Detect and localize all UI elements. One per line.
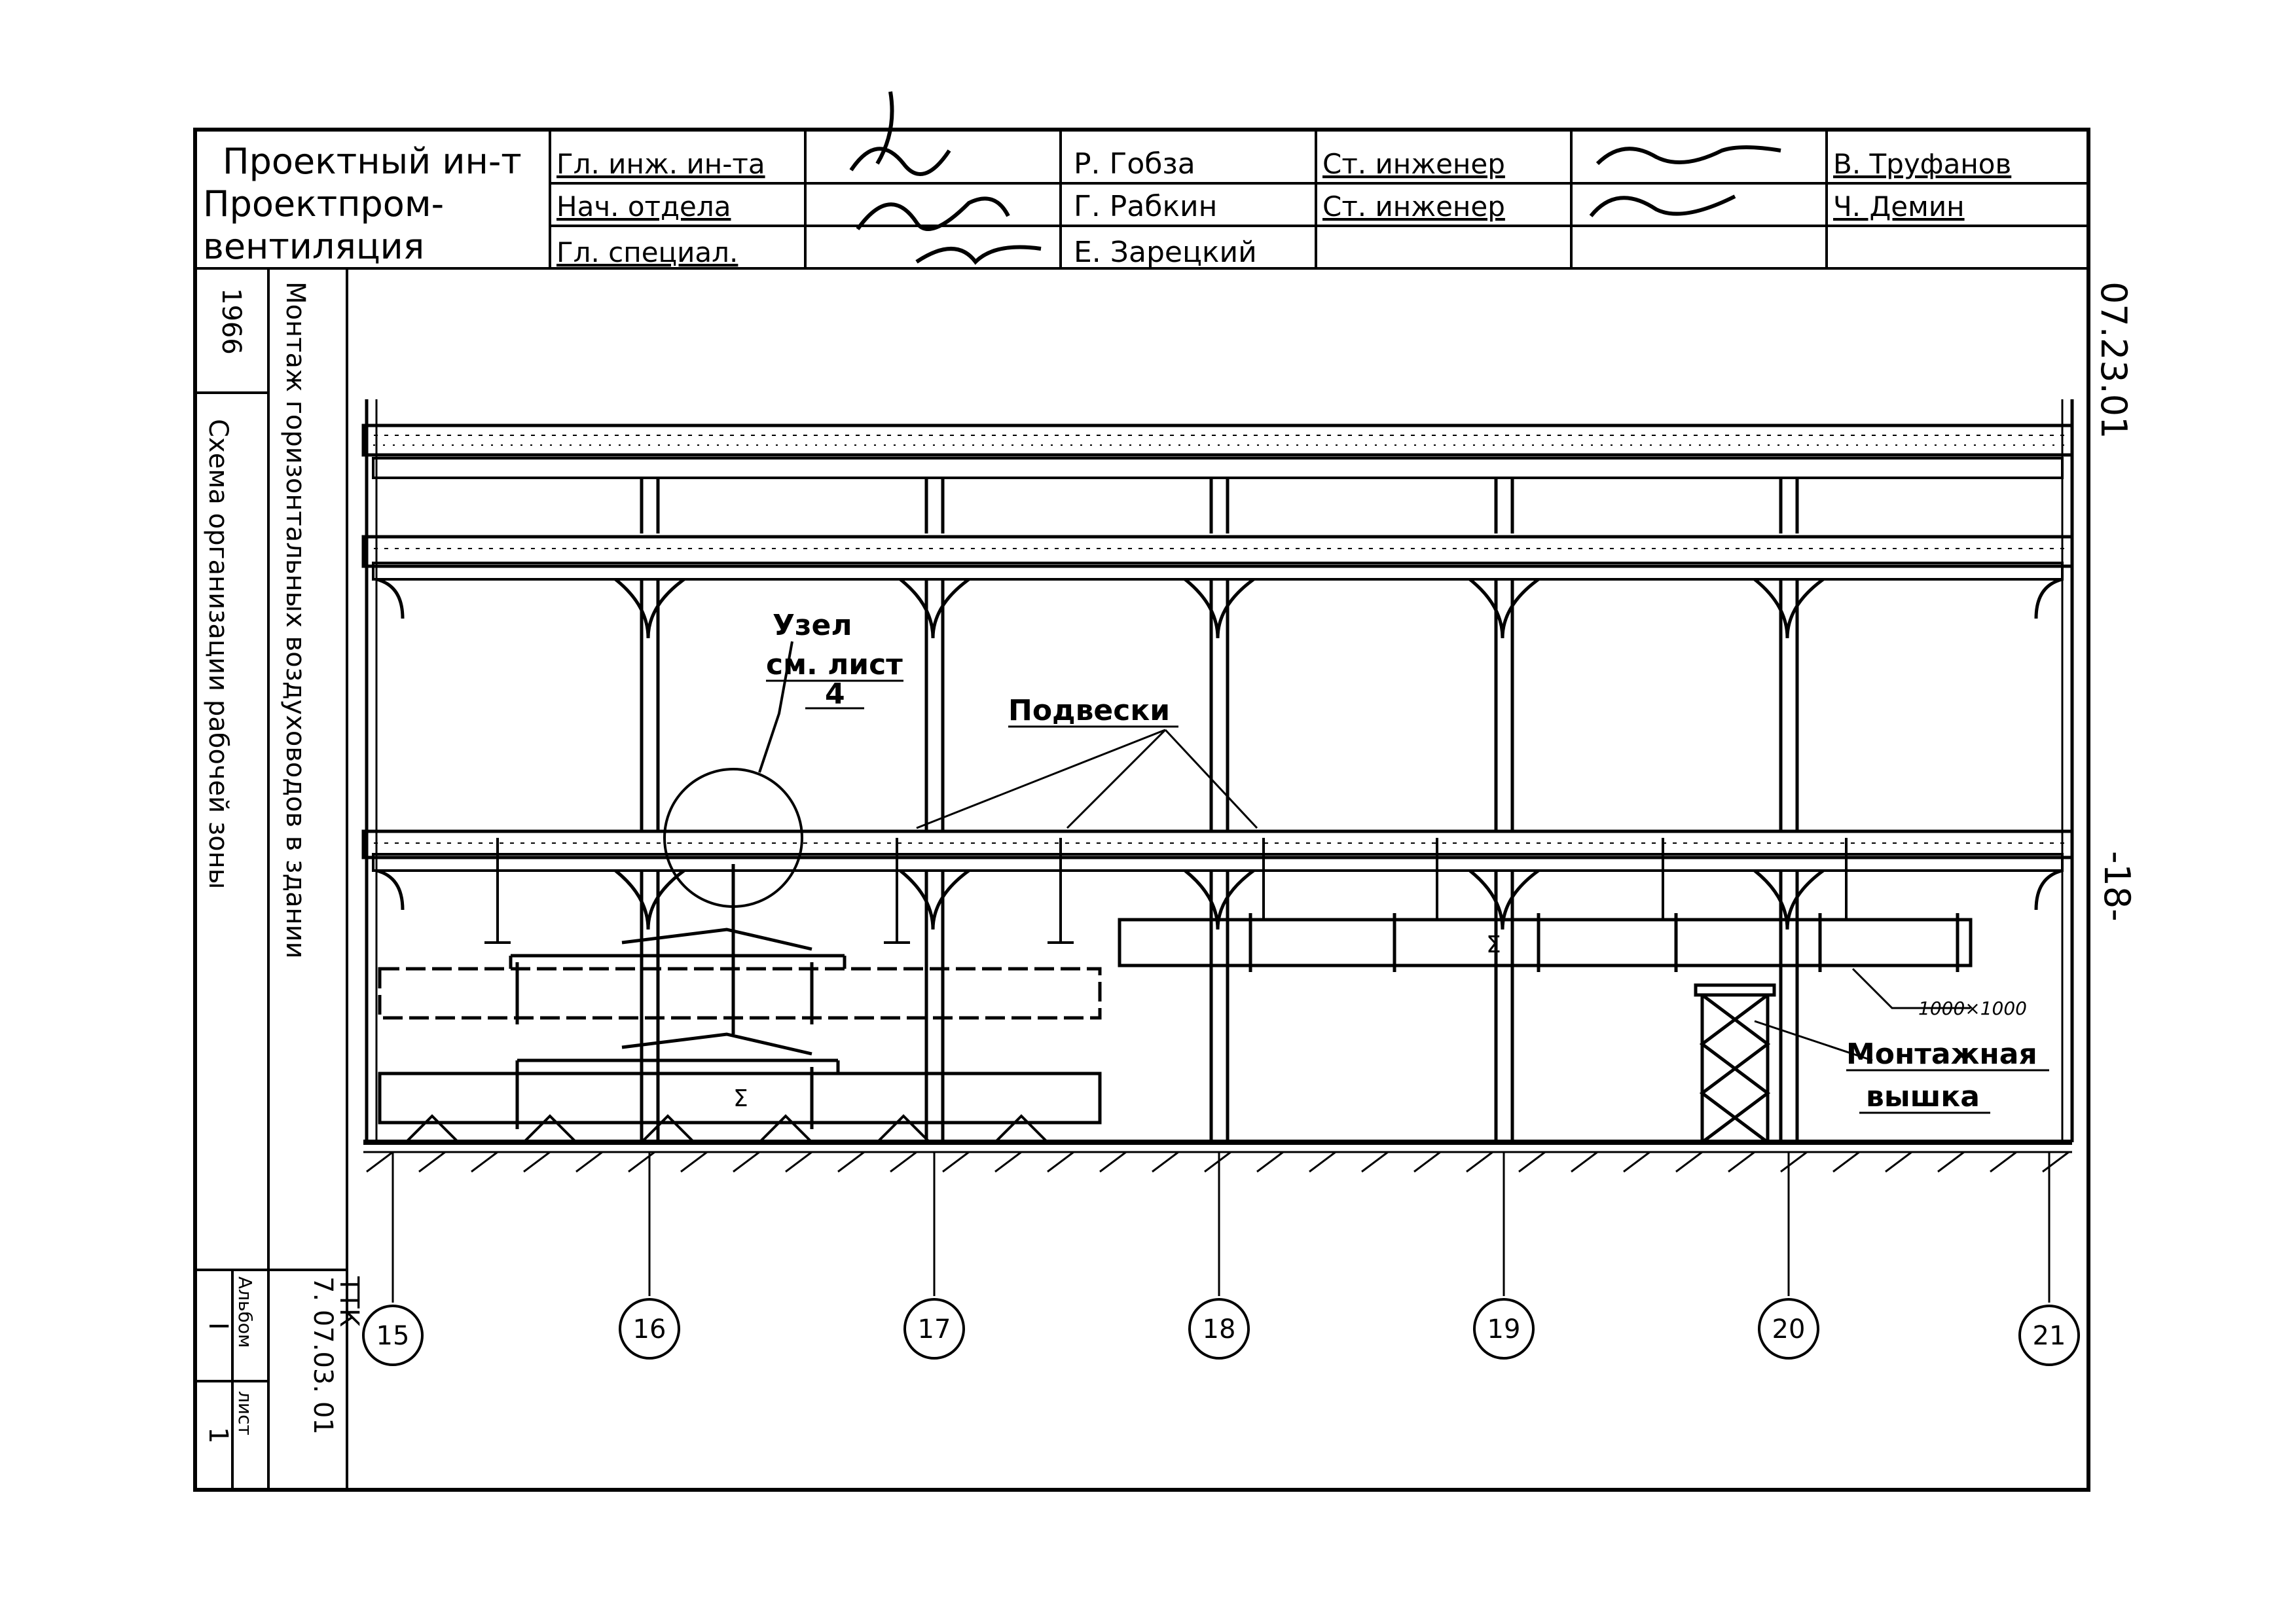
ground-hatch	[366, 1151, 2069, 1173]
lifting-frame-lower	[515, 864, 840, 1074]
mounting-tower	[1694, 983, 1776, 1144]
ttk-code: 7. 07.03. 01	[308, 1276, 338, 1435]
sheet-label: Альбом	[234, 1276, 256, 1348]
side-panel	[195, 268, 348, 1490]
lifting-frame-upper	[509, 928, 847, 969]
year: 1966	[216, 288, 246, 355]
duct-lower-left: Σ	[378, 1067, 1102, 1129]
hangers-label: Подвески	[1008, 694, 1170, 727]
list-label: лист	[234, 1391, 256, 1435]
axis-bubble-17: 17	[903, 1298, 965, 1360]
svg-text:21: 21	[2033, 1321, 2066, 1351]
duct-upper-left	[378, 962, 1102, 1024]
axis-bubble-15: 15	[362, 1305, 424, 1366]
axis-bubble-19: 19	[1473, 1298, 1535, 1360]
svg-text:Σ: Σ	[733, 1085, 748, 1112]
svg-text:16: 16	[633, 1314, 666, 1344]
sheet-value: I	[203, 1322, 233, 1330]
subtitle: Монтаж горизонтальных воздуховодов в зда…	[280, 281, 310, 959]
title: Схема организации рабочей зоны	[203, 419, 233, 889]
axis-lines	[392, 1152, 2050, 1303]
trestles	[403, 1114, 1051, 1144]
node-circle	[663, 768, 803, 908]
position-senior-engineer-1: Ст. инженер	[1322, 148, 1505, 180]
svg-text:20: 20	[1772, 1314, 1806, 1344]
axis-bubble-16: 16	[619, 1298, 680, 1360]
node-ref: см. лист	[766, 648, 903, 681]
signature-strokes-2	[1589, 145, 1781, 217]
tower-label-1: Монтажная	[1846, 1038, 2037, 1071]
hangers-leaders	[916, 729, 1258, 829]
title-block	[195, 130, 2088, 270]
role-head-of-dept: Нач. отдела	[556, 190, 731, 223]
name-demin: Ч. Демин	[1833, 190, 1965, 223]
axis-bubble-18: 18	[1188, 1298, 1250, 1360]
position-senior-engineer-2: Ст. инженер	[1322, 190, 1505, 223]
axis-bubble-20: 20	[1758, 1298, 1819, 1360]
ttk: ТТК	[334, 1276, 364, 1327]
duct-size: 1000×1000	[1918, 998, 2027, 1019]
tower-label-2: вышка	[1866, 1080, 1980, 1113]
name-rabkin: Г. Рабкин	[1074, 190, 1217, 223]
name-zaretsky: Е. Зарецкий	[1074, 236, 1257, 269]
node-sheet: 4	[825, 677, 845, 711]
svg-text:Σ: Σ	[1486, 931, 1501, 958]
node-label: Узел	[773, 609, 852, 642]
columns	[376, 478, 2063, 1142]
svg-text:15: 15	[376, 1321, 410, 1351]
svg-text:17: 17	[918, 1314, 951, 1344]
institute-line-2: Проектпром-	[203, 183, 444, 225]
institute-line-1: Проектный ин-т	[223, 141, 522, 182]
node-leader	[758, 641, 793, 773]
role-chief-engineer: Гл. инж. ин-та	[556, 148, 765, 180]
tower-leader	[1754, 1020, 1873, 1062]
hangers	[484, 838, 1848, 944]
list-value: 1	[203, 1427, 233, 1443]
outer-frame	[193, 128, 2090, 1492]
svg-text:19: 19	[1487, 1314, 1521, 1344]
duct-size-leader	[1851, 967, 1971, 1009]
svg-text:18: 18	[1203, 1314, 1236, 1344]
building-section	[361, 399, 2074, 1153]
duct-upper-right: Σ	[1118, 913, 1973, 972]
role-chief-specialist: Гл. специал.	[556, 236, 738, 268]
doc-number: 07.23.01	[2093, 281, 2134, 439]
institute-line-3: вентиляция	[203, 226, 424, 267]
name-trufanov: В. Труфанов	[1833, 148, 2011, 180]
axis-bubble-21: 21	[2018, 1305, 2080, 1366]
page-number: -18-	[2096, 851, 2138, 922]
signature-strokes-1	[849, 91, 1042, 265]
name-gobza: Р. Гобза	[1074, 147, 1195, 181]
